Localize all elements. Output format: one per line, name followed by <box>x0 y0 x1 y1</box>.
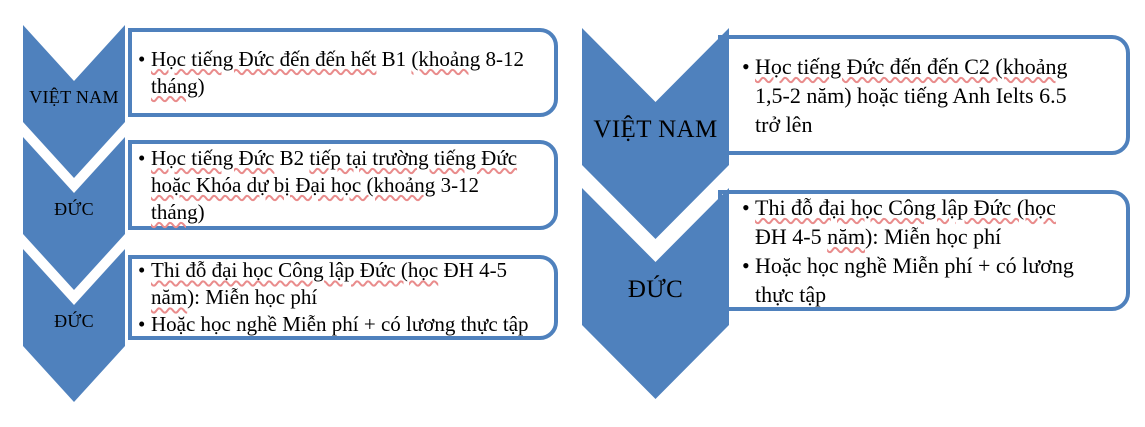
step-textbox-left-3: Thi đỗ đại học Công lập Đức (học ĐH 4-5n… <box>128 255 558 340</box>
down-chevron-icon <box>582 188 729 399</box>
bullet-item: Hoặc học nghề Miễn phí + có lương thực t… <box>138 311 529 338</box>
chevron-label-vietnam: VIỆT NAM <box>593 116 718 143</box>
chevron-arrow-left-2: ĐỨC <box>23 137 125 290</box>
chevron-arrow-right-2: ĐỨC <box>582 188 729 399</box>
down-chevron-icon <box>582 28 729 239</box>
step-textbox-left-1: Học tiếng Đức đến đến hết B1 (khoảng 8-1… <box>128 28 558 117</box>
step-textbox-left-2: Học tiếng Đức B2 tiếp tại trường tiếng Đ… <box>128 140 558 230</box>
bullet-list: Thi đỗ đại học Công lập Đức (học ĐH 4-5n… <box>132 257 533 338</box>
chevron-arrow-left-3: ĐỨC <box>23 249 125 402</box>
chevron-label-vietnam: VIỆT NAM <box>29 87 119 107</box>
down-chevron-icon <box>23 249 125 402</box>
down-chevron-icon <box>23 137 125 290</box>
bullet-list: Học tiếng Đức đến đến hết B1 (khoảng 8-1… <box>132 46 528 100</box>
down-chevron-icon <box>23 25 125 178</box>
chevron-label-duc: ĐỨC <box>54 311 94 331</box>
bullet-item: Học tiếng Đức đến đến hết B1 (khoảng 8-1… <box>138 46 524 100</box>
chevron-label-duc: ĐỨC <box>627 276 684 303</box>
chevron-arrow-left-1: VIỆT NAM <box>23 25 125 178</box>
bullet-list: Học tiếng Đức B2 tiếp tại trường tiếng Đ… <box>132 145 521 226</box>
bullet-item: Học tiếng Đức B2 tiếp tại trường tiếng Đ… <box>138 145 517 226</box>
chevron-label-duc: ĐỨC <box>54 199 94 219</box>
bullet-item: Thi đỗ đại học Công lập Đức (học ĐH 4-5n… <box>138 257 529 311</box>
chevron-arrow-right-1: VIỆT NAM <box>582 28 729 239</box>
